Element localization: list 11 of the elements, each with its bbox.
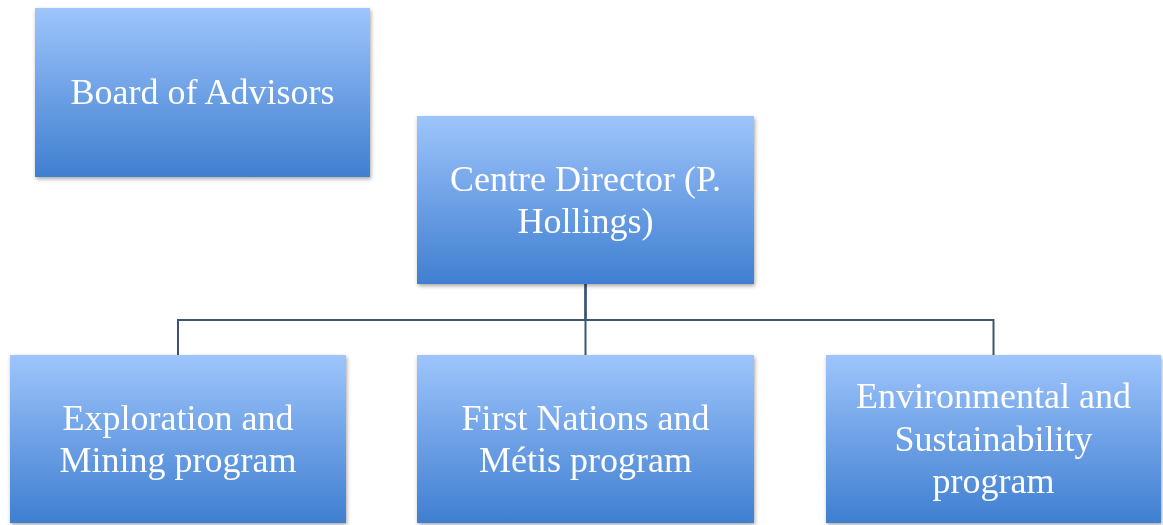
box-label: Environmental and Sustainability program (855, 375, 1132, 503)
box-label: Exploration and Mining program (58, 396, 298, 482)
box-label: Board of Advisors (70, 71, 335, 114)
box-label: First Nations and Métis program (460, 396, 711, 482)
org-box (35, 8, 370, 177)
org-box (10, 355, 346, 523)
org-box (417, 116, 754, 284)
org-box (417, 355, 754, 523)
connector-line (584, 283, 995, 356)
box-label: Centre Director (P. Hollings) (449, 157, 722, 243)
org-box (826, 355, 1161, 523)
